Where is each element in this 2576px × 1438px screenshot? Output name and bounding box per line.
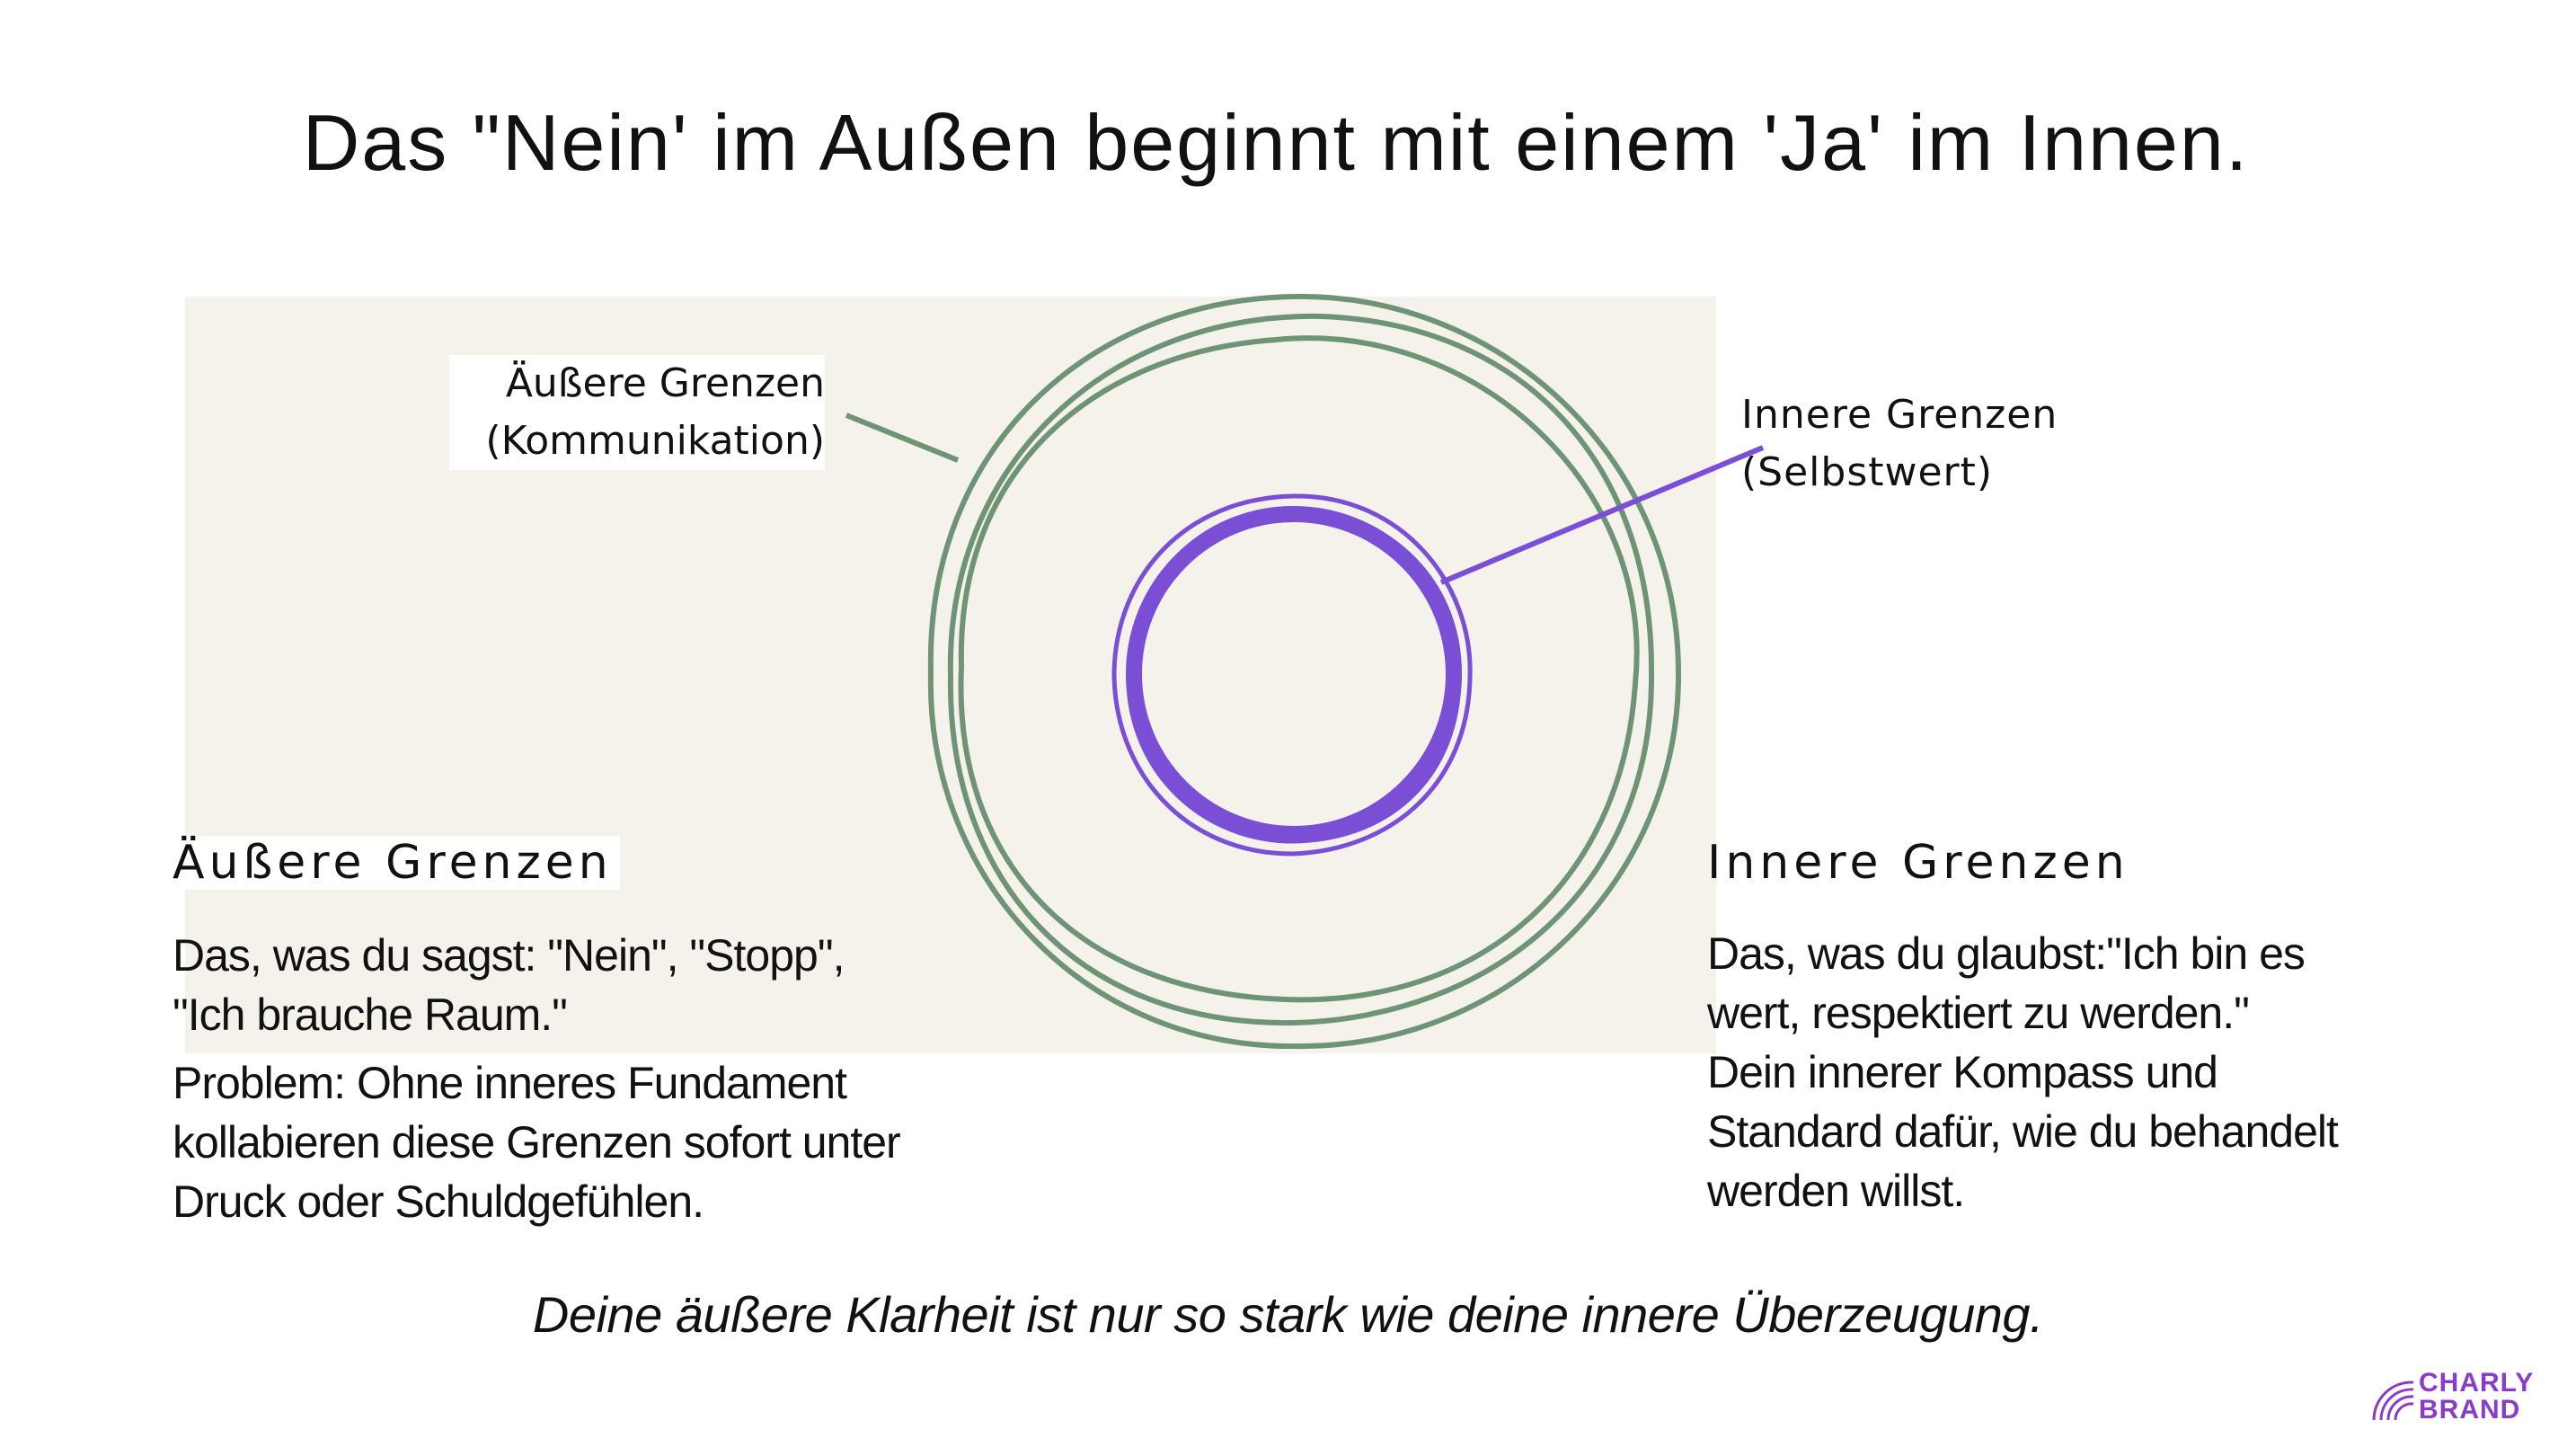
- description-line: werden willst.: [1707, 1166, 1965, 1216]
- inner-boundaries-description: Das, was du glaubst:"Ich bin es wert, re…: [1707, 924, 2516, 1221]
- logo-wordmark: CHARLY BRAND: [2419, 1370, 2534, 1424]
- outer-boundary-label-line: Äußere Grenzen: [505, 360, 825, 406]
- outer-label-connector: [845, 413, 960, 463]
- inner-boundary-ring: [1111, 493, 1473, 857]
- outer-boundaries-problem: Problem: Ohne inneres Fundament kollabie…: [173, 1053, 1071, 1231]
- inner-boundary-ring: [1126, 506, 1462, 844]
- outer-boundary-label: Äußere Grenzen (Kommunikation): [449, 355, 825, 470]
- tagline: Deine äußere Klarheit ist nur so stark w…: [532, 1286, 2044, 1343]
- inner-boundaries-heading: Innere Grenzen: [1707, 836, 2129, 890]
- description-line: "Ich brauche Raum.": [173, 990, 568, 1040]
- inner-boundary-label-line: Innere Grenzen: [1741, 392, 2058, 438]
- rainbow-arcs-icon: [2372, 1380, 2414, 1421]
- outer-boundary-label-line: (Kommunikation): [485, 418, 825, 464]
- page-title: Das "Nein' im Außen beginnt mit einem 'J…: [302, 98, 2250, 187]
- outer-boundary-ring: [958, 335, 1640, 1003]
- problem-line: Druck oder Schuldgefühlen.: [173, 1176, 704, 1227]
- outer-boundaries-description: Das, was du sagst: "Nein", "Stopp", "Ich…: [173, 926, 981, 1044]
- logo-line: CHARLY: [2419, 1368, 2535, 1398]
- description-line: Das, was du glaubst:"Ich bin es: [1707, 928, 2306, 979]
- problem-line: Problem: Ohne inneres Fundament: [173, 1058, 847, 1108]
- description-line: wert, respektiert zu werden.": [1707, 988, 2250, 1038]
- outer-boundary-ring: [927, 293, 1682, 1050]
- inner-boundary-ring: [1126, 506, 1462, 842]
- inner-label-connector: [1439, 445, 1765, 585]
- description-line: Standard dafür, wie du behandelt: [1707, 1106, 2339, 1157]
- inner-boundary-label: Innere Grenzen (Selbstwert): [1741, 386, 2209, 502]
- outer-boundaries-heading: Äußere Grenzen: [173, 836, 620, 890]
- logo-line: BRAND: [2419, 1395, 2521, 1425]
- inner-boundary-label-line: (Selbstwert): [1741, 449, 1994, 495]
- problem-line: kollabieren diese Grenzen sofort unter: [173, 1117, 901, 1167]
- description-line: Dein innerer Kompass und: [1707, 1047, 2218, 1097]
- description-line: Das, was du sagst: "Nein", "Stopp",: [173, 930, 845, 981]
- charly-brand-logo: CHARLY BRAND: [2368, 1368, 2566, 1427]
